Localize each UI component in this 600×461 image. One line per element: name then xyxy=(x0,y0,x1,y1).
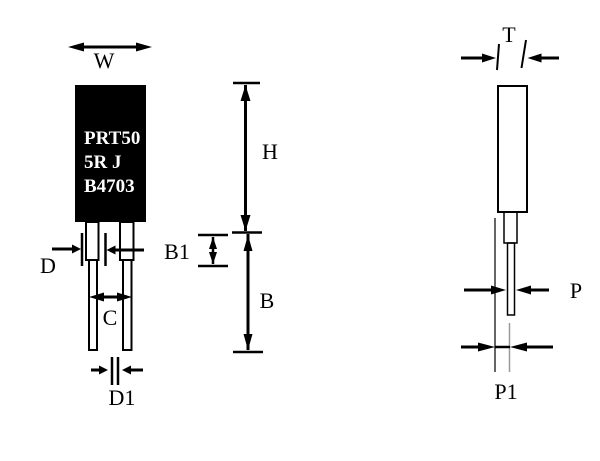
left-lead xyxy=(88,259,98,351)
dim-h: H xyxy=(232,81,278,234)
side-lead-stub xyxy=(503,211,518,244)
dim-p-arrowhead-left xyxy=(491,285,506,295)
dim-b1: B1 xyxy=(164,233,228,268)
dim-d1: D1 xyxy=(91,357,143,410)
dim-p: P xyxy=(464,278,582,303)
dim-h-label: H xyxy=(262,139,278,164)
dim-t-label: T xyxy=(502,22,516,47)
dim-p1-label: P1 xyxy=(494,379,517,404)
dim-b-arrowhead-bottom xyxy=(243,334,253,350)
dim-c-arrowhead-left xyxy=(89,292,104,302)
side-view: T P P1 xyxy=(461,22,582,404)
dim-h-arrowhead-bottom xyxy=(240,215,251,231)
left-lead-stub xyxy=(85,221,100,261)
dim-b1-arrowhead-bottom xyxy=(209,252,217,264)
dim-d: D xyxy=(40,233,144,278)
dim-w: W xyxy=(68,42,152,73)
marking-line-2: 5R J xyxy=(84,152,121,173)
dim-c-arrowhead-right xyxy=(117,292,132,302)
dim-d1-label: D1 xyxy=(109,385,136,410)
dim-b-arrowhead-top xyxy=(243,235,253,251)
dim-t-tick-left xyxy=(496,43,500,71)
marking-line-3: B4703 xyxy=(84,176,135,197)
dim-p1-arrowhead-right xyxy=(510,342,527,352)
dim-c-label: C xyxy=(103,305,118,330)
dim-w-label: W xyxy=(94,48,115,73)
component-body xyxy=(75,85,146,222)
dim-w-arrowhead-left xyxy=(68,42,84,52)
side-lead xyxy=(506,242,516,316)
right-lead xyxy=(122,259,133,351)
dim-d1-arrowhead-right xyxy=(122,365,131,375)
dim-p1-arrowhead-left xyxy=(478,342,495,352)
dim-w-arrowhead-right xyxy=(136,42,152,52)
dim-p-arrowhead-right xyxy=(516,285,531,295)
marking-line-1: PRT50 xyxy=(84,128,140,149)
dim-b-label: B xyxy=(260,288,275,313)
dim-c: C xyxy=(89,292,132,330)
dim-t: T xyxy=(461,22,559,71)
side-body xyxy=(497,85,528,213)
dim-t-arrowhead-left xyxy=(482,53,496,63)
dim-d1-arrowhead-left xyxy=(99,365,108,375)
dim-b: B xyxy=(233,234,275,354)
dim-d-arrowhead-left xyxy=(72,244,81,254)
dim-p1: P1 xyxy=(461,342,553,404)
dim-d-label: D xyxy=(40,253,56,278)
dim-p-label: P xyxy=(570,278,582,303)
dim-t-tick-right xyxy=(520,39,527,69)
dim-b1-label: B1 xyxy=(164,239,190,264)
dim-h-arrowhead-top xyxy=(240,85,251,101)
front-view: W PRT50 5R J B4703 D C xyxy=(40,42,278,410)
dim-d-arrowhead-right xyxy=(106,245,116,255)
right-lead-stub xyxy=(119,221,135,261)
dim-t-arrowhead-right xyxy=(527,53,542,63)
dim-b1-arrowhead-top xyxy=(209,237,217,249)
